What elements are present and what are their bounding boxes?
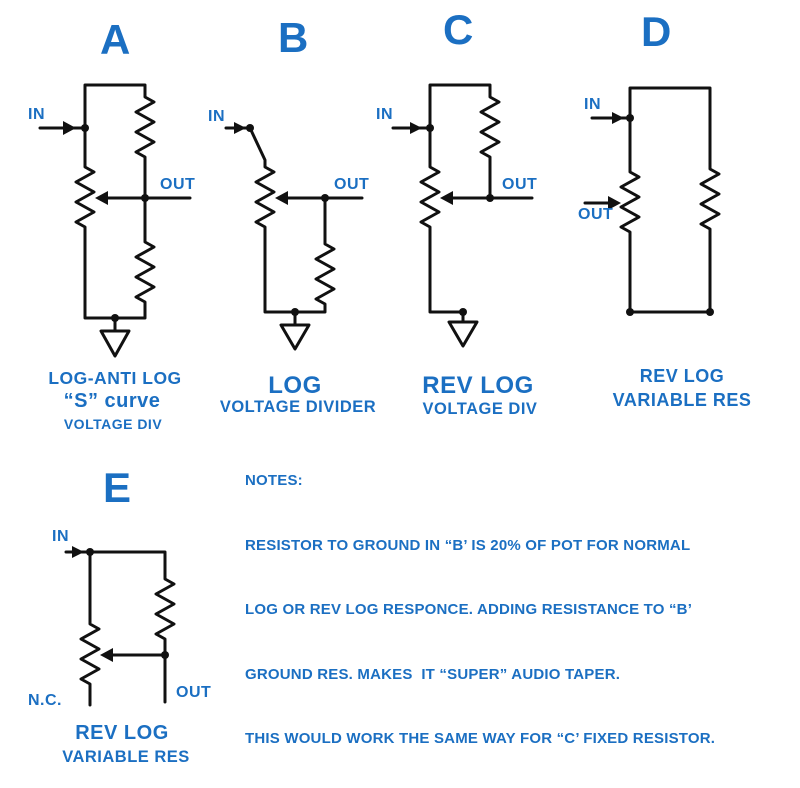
in-arrow-icon <box>410 122 422 134</box>
wiper-arrow-icon <box>275 191 288 205</box>
notes-line: RESISTOR TO GROUND IN “B’ IS 20% OF POT … <box>245 536 691 554</box>
junction-dot <box>161 651 169 659</box>
in-arrow-icon <box>612 112 624 124</box>
wiper-arrow-icon <box>95 191 108 205</box>
notes-title: NOTES: <box>245 472 303 489</box>
junction-dot <box>111 314 119 322</box>
circuit-e-in-label: IN <box>52 528 69 545</box>
circuit-e-out-label: OUT <box>176 684 212 701</box>
resistor-symbol <box>314 238 336 312</box>
circuit-d-wires <box>583 86 712 314</box>
circuit-e-caption-line: VARIABLE RES <box>62 748 190 766</box>
junction-dot <box>626 114 634 122</box>
notes-paragraph-1: RESISTOR TO GROUND IN “B’ IS 20% OF POT … <box>245 492 793 788</box>
circuit-b-in-label: IN <box>208 108 225 125</box>
circuit-d-in-label: IN <box>584 96 601 113</box>
in-arrow-icon <box>234 122 246 134</box>
circuit-c-out-label: OUT <box>502 176 538 193</box>
circuit-b-out-label: OUT <box>334 176 370 193</box>
circuit-a-caption-line: VOLTAGE DIV <box>63 416 163 432</box>
circuit-b-letter: B <box>278 14 310 61</box>
circuit-c-letter: C <box>443 6 475 53</box>
circuit-b-caption-line: VOLTAGE DIVIDER <box>219 398 377 416</box>
circuit-e-wires <box>64 550 167 707</box>
notes-line: THIS WOULD WORK THE SAME WAY FOR “C’ FIX… <box>245 730 716 747</box>
junction-dot <box>321 194 329 202</box>
junction-dot <box>706 308 714 316</box>
circuit-a-in-label: IN <box>28 106 45 123</box>
circuit-c-caption-line: REV LOG <box>422 372 534 399</box>
notes-block: NOTES: RESISTOR TO GROUND IN “B’ IS 20% … <box>245 470 793 788</box>
notes-line: LOG OR REV LOG RESPONCE. ADDING RESISTAN… <box>245 601 693 618</box>
circuit-a-wires <box>38 83 192 333</box>
junction-dot <box>459 308 467 316</box>
ground-icon <box>99 329 131 358</box>
ground-icon <box>447 320 479 348</box>
junction-dot <box>86 548 94 556</box>
circuit-d-drawing <box>583 86 721 316</box>
potentiometer-track <box>74 161 96 235</box>
junction-dot <box>291 308 299 316</box>
resistor-symbol <box>479 91 501 165</box>
circuit-b-drawing <box>224 122 364 351</box>
circuit-e-letter: E <box>103 464 133 511</box>
circuit-b-wires <box>224 126 364 327</box>
potentiometer-track <box>419 161 441 235</box>
junction-dot <box>486 194 494 202</box>
circuit-c-in-label: IN <box>376 106 393 123</box>
circuit-b-caption-line: LOG <box>268 372 322 399</box>
resistor-symbol <box>134 236 156 310</box>
resistor-symbol <box>134 91 156 165</box>
circuit-a-letter: A <box>100 16 132 63</box>
circuit-d-caption-line: REV LOG <box>639 366 725 386</box>
circuit-a-caption-line: “S” curve <box>63 390 161 412</box>
circuit-e-nc-label: N.C. <box>28 692 62 709</box>
circuit-c-drawing <box>391 83 534 348</box>
wiper-arrow-icon <box>440 191 453 205</box>
circuit-c-caption-line: VOLTAGE DIV <box>422 400 538 418</box>
potentiometer-track <box>254 161 276 235</box>
junction-dot <box>246 124 254 132</box>
circuit-d-out-label: OUT <box>578 206 614 223</box>
resistor-symbol <box>699 163 721 237</box>
circuit-a-out-label: OUT <box>160 176 196 193</box>
junction-dot <box>426 124 434 132</box>
resistor-symbol <box>154 573 176 647</box>
potentiometer-track <box>619 166 641 240</box>
circuit-d-caption-line: VARIABLE RES <box>612 390 752 410</box>
wiper-arrow-icon <box>608 196 621 210</box>
circuit-a-drawing <box>38 83 192 358</box>
junction-dot <box>81 124 89 132</box>
ground-icon <box>279 323 311 351</box>
circuit-c-wires <box>391 83 534 324</box>
junction-dot <box>141 194 149 202</box>
in-arrow-icon <box>72 546 84 558</box>
notes-line: GROUND RES. MAKES IT “SUPER” AUDIO TAPER… <box>245 665 621 683</box>
circuit-e-caption-line: REV LOG <box>75 722 169 744</box>
potentiometer-track <box>79 618 101 692</box>
circuit-d-letter: D <box>641 8 673 55</box>
wiper-arrow-icon <box>100 648 113 662</box>
circuit-e-drawing <box>64 546 176 707</box>
in-arrow-icon <box>63 121 76 135</box>
circuit-a-caption-line: LOG-ANTI LOG <box>48 368 182 388</box>
junction-dot <box>626 308 634 316</box>
